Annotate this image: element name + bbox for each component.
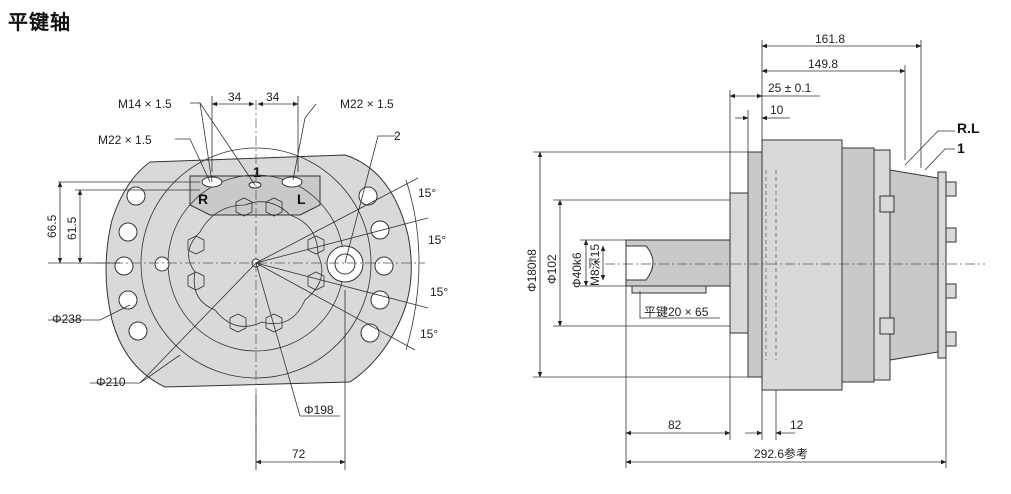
callout-2: 2 xyxy=(394,129,401,143)
dim-34-left: 34 xyxy=(228,90,242,104)
front-view: M14 × 1.5 M22 × 1.5 M22 × 1.5 2 34 34 1 … xyxy=(45,90,448,470)
end-bolts xyxy=(879,181,957,347)
side-view: 161.8 149.8 25 ± 0.1 10 R.L 1 Φ180h8 Φ10… xyxy=(525,32,985,468)
dim-25: 25 ± 0.1 xyxy=(768,81,812,95)
dia-210-label: Φ210 xyxy=(96,375,126,389)
angle-label-2: 15° xyxy=(428,233,446,247)
dim-12: 12 xyxy=(790,418,804,432)
pilot xyxy=(729,192,749,334)
dia-238-label: Φ238 xyxy=(52,312,82,326)
dim-82: 82 xyxy=(668,418,682,432)
page-title: 平键轴 xyxy=(8,10,71,34)
dim-292-6: 292.6参考 xyxy=(754,446,808,461)
dim-61-5: 61.5 xyxy=(65,216,79,240)
angle-label-1: 15° xyxy=(418,186,436,200)
angle-label-3: 15° xyxy=(430,285,448,299)
dia-102: Φ102 xyxy=(545,254,559,284)
key xyxy=(631,285,707,294)
thread-right-label: M22 × 1.5 xyxy=(340,97,394,111)
dia-198-label: Φ198 xyxy=(304,403,334,417)
end-cap xyxy=(889,169,939,361)
dim-10: 10 xyxy=(770,103,784,117)
key-spec: 平键20 × 65 xyxy=(644,305,709,319)
housing-ring xyxy=(873,149,891,381)
dia-180h8: Φ180h8 xyxy=(525,249,539,292)
dim-149-8: 149.8 xyxy=(808,57,838,71)
dia-40k6: Φ40k6 xyxy=(570,252,584,288)
housing-front xyxy=(761,139,843,391)
rotor-bolts xyxy=(187,197,325,333)
thread-top-label: M14 × 1.5 xyxy=(118,97,172,111)
label-RL: R.L xyxy=(957,120,980,136)
angle-arc xyxy=(405,179,420,351)
thread-left-label: M22 × 1.5 xyxy=(98,133,152,147)
end-plate xyxy=(937,171,947,359)
ear-hole-left xyxy=(154,256,170,272)
dim-34-right: 34 xyxy=(266,90,280,104)
dim-161-8: 161.8 xyxy=(815,32,845,46)
port-R-label: R xyxy=(198,191,208,207)
housing-middle xyxy=(841,147,875,383)
callout-1: 1 xyxy=(253,164,261,180)
port-L-hole xyxy=(281,176,303,188)
mounting-holes xyxy=(114,186,394,343)
shaft-thread-hole xyxy=(625,245,654,281)
rotor-profile xyxy=(188,201,323,327)
dim-72: 72 xyxy=(292,447,306,461)
label-1: 1 xyxy=(957,140,965,156)
angle-label-4: 15° xyxy=(420,327,438,341)
thread-m8-depth: M8深15 xyxy=(588,244,602,286)
mount-flange xyxy=(747,151,763,378)
port-L-label: L xyxy=(297,191,306,207)
dim-66-5: 66.5 xyxy=(45,214,59,238)
